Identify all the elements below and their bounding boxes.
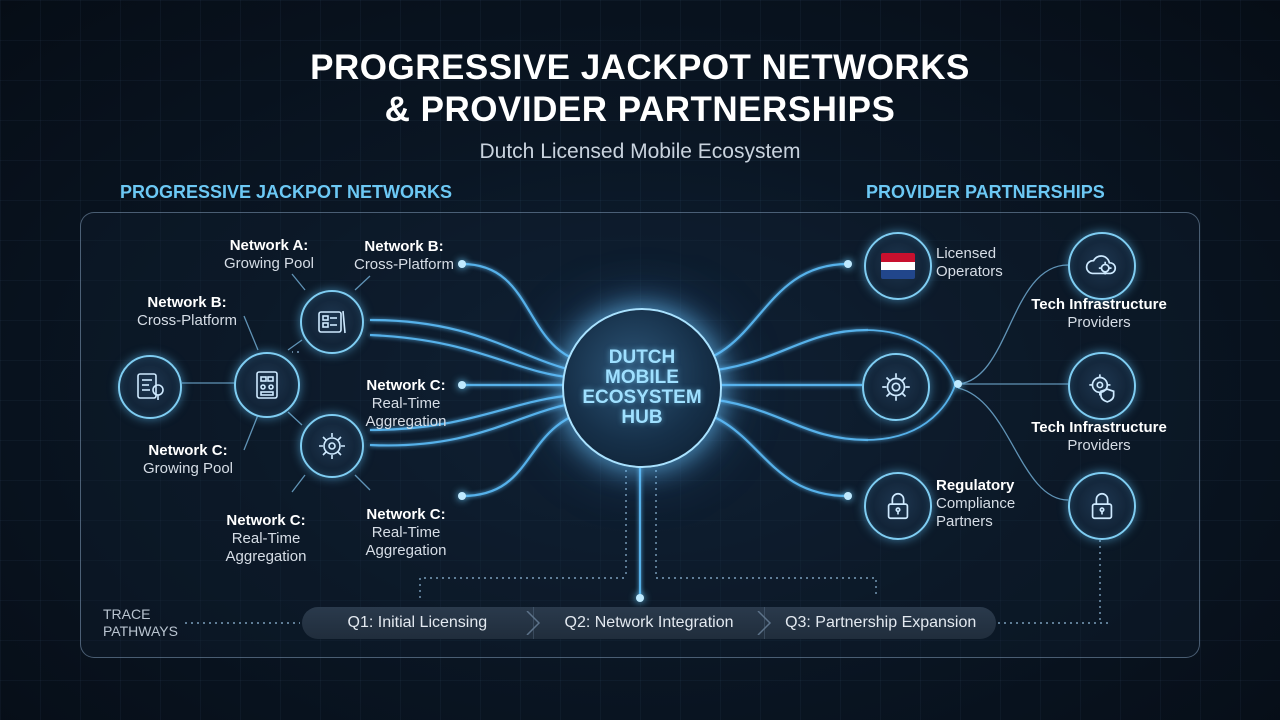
shield-gear-icon — [1089, 374, 1115, 403]
hub-label: DUTCH MOBILE ECOSYSTEM HUB — [582, 347, 702, 428]
wire-left-5 — [369, 393, 576, 432]
timeline-phase-q2[interactable]: Q2: Network Integration — [532, 607, 772, 639]
timeline-phase-q3[interactable]: Q3: Partnership Expansion — [764, 607, 996, 639]
lock-node-right[interactable] — [1068, 472, 1136, 540]
lock-icon — [887, 493, 909, 520]
page-title: PROGRESSIVE JACKPOT NETWORKS & PROVIDER … — [0, 47, 1280, 131]
lock-icon — [1091, 493, 1113, 520]
regulatory-node[interactable] — [864, 472, 932, 540]
endpoint-dot — [458, 381, 466, 389]
cloud-gear-icon — [1085, 255, 1117, 275]
title-line-2: & PROVIDER PARTNERSHIPS — [384, 90, 896, 129]
document-chart-icon — [137, 373, 164, 400]
netherlands-flag-icon — [881, 253, 915, 279]
label-network-b-cross-top: Network B:Cross-Platform — [353, 238, 454, 273]
tech-provider-node-2[interactable] — [1068, 352, 1136, 420]
timeline-phase-q1[interactable]: Q1: Initial Licensing — [302, 607, 540, 639]
endpoint-dot — [458, 260, 466, 268]
gear-icon — [319, 433, 345, 459]
left-section-title: PROGRESSIVE JACKPOT NETWORKS — [120, 182, 453, 202]
wire-right-2 — [699, 328, 869, 374]
wire-left-2 — [369, 318, 581, 374]
endpoint-dot — [844, 260, 852, 268]
label-network-a-growing: Network A:Growing Pool — [223, 237, 315, 272]
network-node-mid[interactable] — [234, 352, 300, 418]
label-network-c-realtime-bottom-left: Network C:Real-Time Aggregation — [225, 512, 307, 565]
label-network-b-cross-left: Network B:Cross-Platform — [136, 294, 237, 329]
network-node-gear[interactable] — [300, 414, 364, 478]
timeline-phase-label: Q2: Network Integration — [564, 614, 734, 631]
licensed-operators-node[interactable] — [864, 232, 932, 300]
title-line-1: PROGRESSIVE JACKPOT NETWORKS — [310, 48, 970, 87]
flow-board-icon — [256, 371, 278, 399]
network-node-top[interactable] — [300, 290, 364, 354]
label-network-c-growing: Network C:Growing Pool — [142, 442, 234, 477]
label-network-c-realtime-mid: Network C:Real-Time Aggregation — [365, 377, 447, 430]
tech-provider-node-1[interactable] — [1068, 232, 1136, 300]
gear-icon — [882, 373, 910, 401]
ecosystem-hub[interactable]: DUTCH MOBILE ECOSYSTEM HUB — [562, 308, 722, 468]
dashboard-icon — [318, 310, 346, 334]
chevron-right-icon — [757, 611, 772, 635]
trace-pathways-label: TRACE PATHWAYS — [103, 606, 178, 639]
wire-right-4 — [699, 396, 869, 442]
endpoint-dot — [636, 594, 644, 602]
label-regulatory-compliance: Regulatory Compliance Partners — [936, 477, 1016, 530]
gear-node-right[interactable] — [862, 353, 930, 421]
chevron-right-icon — [526, 611, 540, 635]
network-node-left[interactable] — [118, 355, 182, 419]
wire-left-6 — [369, 400, 583, 447]
right-section-title: PROVIDER PARTNERSHIPS — [866, 182, 1105, 202]
wire-left-3 — [369, 333, 576, 380]
label-network-c-realtime-bottom-right: Network C:Real-Time Aggregation — [365, 506, 447, 559]
page-subtitle: Dutch Licensed Mobile Ecosystem — [479, 140, 801, 163]
timeline-bar: Q1: Initial Licensing Q2: Network Integr… — [302, 607, 996, 639]
endpoint-dot — [844, 492, 852, 500]
endpoint-dot — [954, 380, 962, 388]
timeline-phase-label: Q3: Partnership Expansion — [785, 614, 977, 631]
endpoint-dot — [458, 492, 466, 500]
timeline-phase-label: Q1: Initial Licensing — [347, 614, 488, 631]
